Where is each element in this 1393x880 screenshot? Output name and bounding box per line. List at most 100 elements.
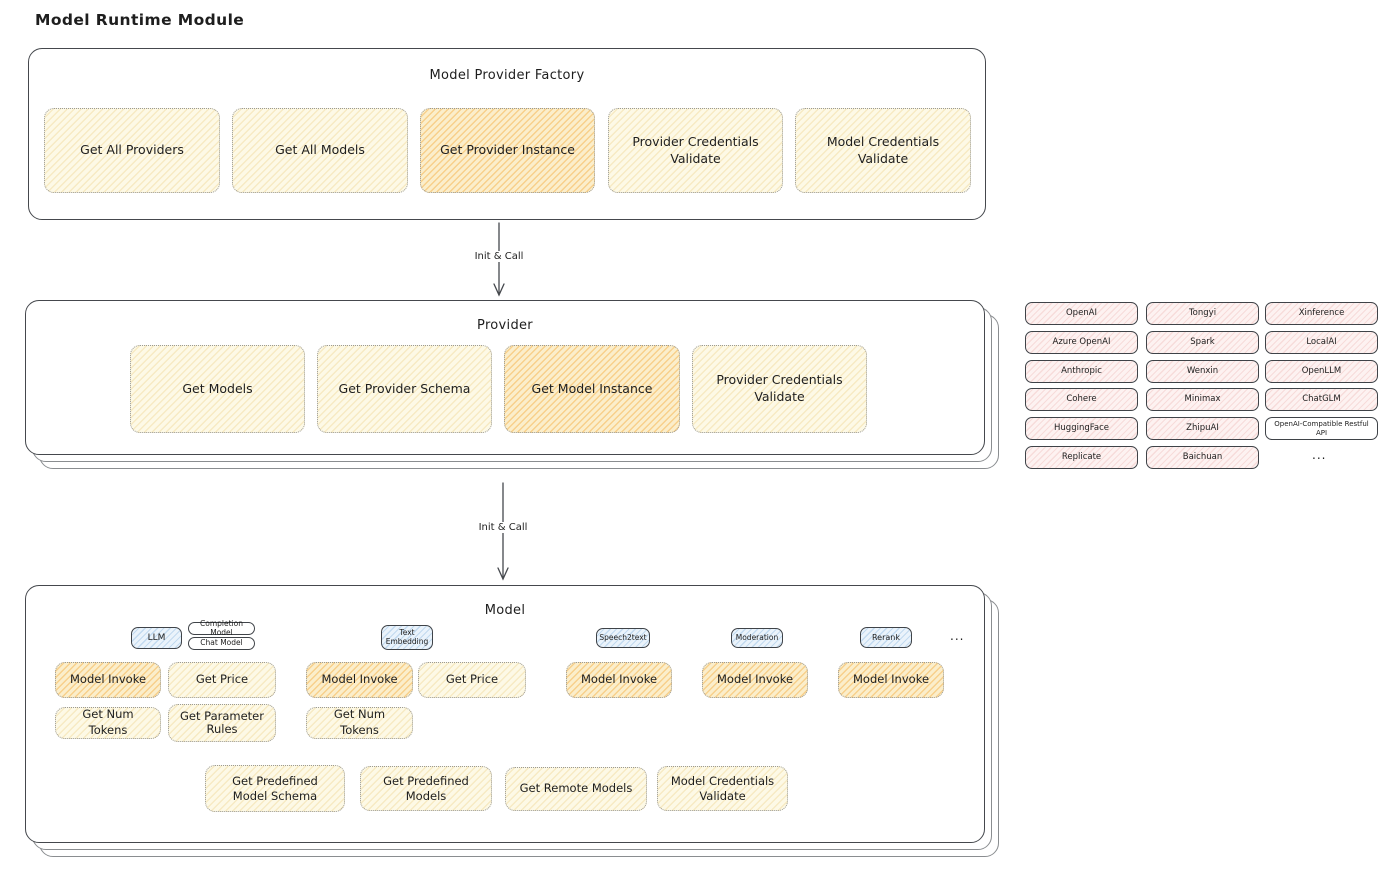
node-label: Model Invoke [716, 672, 794, 687]
chip-chat-model: Chat Model [188, 637, 255, 650]
node-get-provider-instance: Get Provider Instance [420, 108, 595, 193]
chip-label: OpenLLM [1301, 365, 1342, 376]
node-label: Get All Providers [80, 142, 184, 158]
chip-label: Speech2text [599, 632, 647, 642]
node-get-predefined-model-schema: Get Predefined Model Schema [205, 765, 345, 812]
node-get-remote-models: Get Remote Models [505, 767, 647, 811]
chip-label: Tongyi [1188, 307, 1217, 318]
node-label: Get Provider Instance [440, 142, 575, 158]
node-label: Get Remote Models [519, 781, 633, 796]
node-model-invoke-llm: Model Invoke [55, 662, 161, 698]
provider-chip-tongyi: Tongyi [1146, 302, 1259, 325]
chip-rerank: Rerank [860, 627, 912, 648]
provider-chip-xinference: Xinference [1265, 302, 1378, 325]
factory-title: Model Provider Factory [429, 68, 585, 83]
chip-label: ZhipuAI [1186, 422, 1219, 433]
node-get-num-tokens-embedding: Get Num Tokens [306, 707, 413, 739]
chip-label: Xinference [1298, 307, 1345, 318]
chip-label: OpenAI [1065, 307, 1098, 318]
chip-label: Minimax [1184, 393, 1221, 404]
node-label: Get Model Instance [531, 380, 653, 396]
node-model-invoke-speech2text: Model Invoke [566, 662, 672, 698]
node-provider-credentials-validate-factory: Provider Credentials Validate [608, 108, 783, 193]
node-model-credentials-validate-model: Model Credentials Validate [657, 766, 788, 811]
node-get-price-embedding: Get Price [418, 662, 526, 698]
model-types-ellipsis: ... [950, 629, 965, 643]
chip-label: Text Embedding [385, 627, 429, 646]
provider-chip-chatglm: ChatGLM [1265, 388, 1378, 411]
init-call-label-1: Init & Call [471, 251, 527, 262]
node-label: Get Num Tokens [82, 707, 134, 737]
provider-chip-azure-openai: Azure OpenAI [1025, 331, 1138, 354]
node-label: Get Price [445, 672, 499, 687]
node-model-invoke-rerank: Model Invoke [838, 662, 944, 698]
node-label: Model Invoke [580, 672, 658, 687]
chip-text-embedding: Text Embedding [381, 625, 433, 650]
chip-llm: LLM [131, 627, 182, 649]
node-get-predefined-models: Get Predefined Models [360, 766, 492, 811]
node-label: Get Predefined Model Schema [232, 774, 318, 803]
chip-label: Moderation [735, 632, 779, 642]
page-title: Model Runtime Module [35, 11, 245, 29]
node-label: Model Invoke [69, 672, 147, 687]
provider-chip-wenxin: Wenxin [1146, 360, 1259, 383]
node-provider-credentials-validate-provider: Provider Credentials Validate [692, 345, 867, 433]
node-label: Get Models [182, 380, 253, 396]
chip-label: Azure OpenAI [1052, 336, 1111, 347]
node-get-parameter-rules: Get Parameter Rules [168, 704, 276, 742]
provider-chip-replicate: Replicate [1025, 446, 1138, 469]
provider-chip-minimax: Minimax [1146, 388, 1259, 411]
node-label: Provider Credentials Validate [716, 372, 843, 404]
node-get-all-models: Get All Models [232, 108, 408, 193]
node-label: Provider Credentials Validate [632, 133, 759, 166]
node-label: Model Credentials Validate [826, 133, 940, 166]
provider-chip-anthropic: Anthropic [1025, 360, 1138, 383]
node-label: Get Predefined Models [383, 774, 469, 803]
chip-label: HuggingFace [1054, 422, 1109, 433]
chip-label: Rerank [871, 632, 900, 642]
node-label: Get Provider Schema [338, 380, 471, 396]
provider-chip-huggingface: HuggingFace [1025, 417, 1138, 440]
node-label: Model Credentials Validate [670, 774, 775, 803]
chip-label: OpenAI-Compatible Restful API [1274, 420, 1369, 437]
node-label: Get Price [195, 672, 249, 687]
node-get-price-llm: Get Price [168, 662, 276, 698]
chip-label: LLM [147, 632, 166, 643]
node-get-all-providers: Get All Providers [44, 108, 220, 193]
node-model-credentials-validate-factory: Model Credentials Validate [795, 108, 971, 193]
provider-grid-ellipsis: ... [1312, 448, 1327, 462]
node-get-model-instance: Get Model Instance [504, 345, 680, 433]
chip-label: Replicate [1061, 451, 1102, 462]
chip-moderation: Moderation [731, 628, 783, 648]
chip-speech2text: Speech2text [596, 628, 650, 648]
node-model-invoke-moderation: Model Invoke [702, 662, 808, 698]
node-get-provider-schema: Get Provider Schema [317, 345, 492, 433]
node-label: Get All Models [275, 142, 365, 158]
provider-chip-openllm: OpenLLM [1265, 360, 1378, 383]
node-label: Get Parameter Rules [180, 708, 264, 736]
provider-chip-zhipuai: ZhipuAI [1146, 417, 1259, 440]
node-label: Model Invoke [321, 672, 398, 687]
chip-label: Completion Model [200, 618, 243, 637]
provider-chip-baichuan: Baichuan [1146, 446, 1259, 469]
provider-chip-localai: LocalAI [1265, 331, 1378, 354]
chip-label: Anthropic [1061, 365, 1102, 376]
init-call-label-2: Init & Call [475, 522, 531, 533]
chip-completion-model: Completion Model [188, 618, 255, 637]
provider-chip-openai-compatible: OpenAI-Compatible Restful API [1265, 417, 1378, 440]
chip-label: LocalAI [1306, 336, 1337, 347]
provider-chip-openai: OpenAI [1025, 302, 1138, 325]
chip-label: ChatGLM [1302, 393, 1341, 404]
chip-label: Chat Model [200, 638, 243, 648]
provider-chip-cohere: Cohere [1025, 388, 1138, 411]
node-label: Get Num Tokens [333, 707, 386, 737]
node-model-invoke-embedding: Model Invoke [306, 662, 413, 698]
chip-label: Cohere [1066, 393, 1097, 404]
chip-label: Wenxin [1186, 365, 1219, 376]
node-label: Model Invoke [852, 672, 930, 687]
provider-chip-spark: Spark [1146, 331, 1259, 354]
chip-label: Spark [1190, 336, 1215, 347]
model-title: Model [484, 603, 526, 618]
provider-title: Provider [477, 318, 533, 333]
